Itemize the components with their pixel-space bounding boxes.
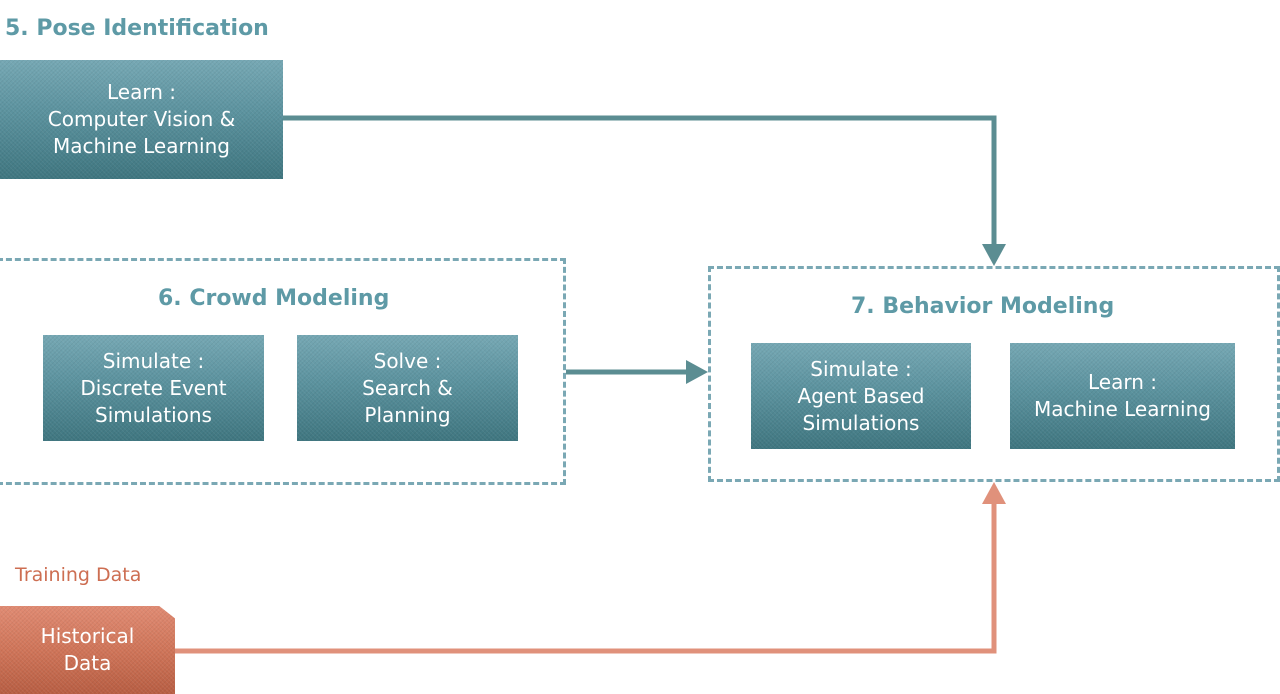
box-line: Learn : [107, 80, 176, 104]
box-line: Planning [364, 402, 451, 427]
training-data-label: Training Data [15, 564, 142, 586]
simulate-discrete-event-box: Simulate : Discrete Event Simulations [43, 335, 264, 441]
pose-identification-title: 5. Pose Identification [5, 16, 269, 41]
crowd-modeling-title: 6. Crowd Modeling [158, 286, 390, 311]
box-line: Solve : [373, 348, 442, 373]
historical-data-box: Historical Data [0, 606, 175, 694]
box-line: Computer Vision & [47, 107, 236, 131]
box-line: Historical [40, 624, 135, 648]
box-line: Data [63, 651, 112, 675]
box-line: Simulate : [102, 348, 205, 373]
box-line: Agent Based [797, 383, 925, 408]
box-line: Simulate : [810, 356, 912, 381]
learn-machine-learning-box: Learn : Machine Learning [1010, 343, 1235, 449]
crowd-modeling-group [0, 258, 566, 485]
solve-search-planning-box: Solve : Search & Planning [297, 335, 518, 441]
simulate-agent-based-box: Simulate : Agent Based Simulations [751, 343, 971, 449]
learn-computer-vision-box: Learn : Computer Vision & Machine Learni… [0, 60, 283, 179]
box-line: Simulations [95, 402, 212, 427]
box-line: Learn : [1088, 370, 1157, 394]
box-line: Machine Learning [1034, 397, 1211, 421]
training-to-behavior-connector [175, 500, 997, 654]
box-line: Simulations [802, 410, 920, 435]
behavior-modeling-title: 7. Behavior Modeling [851, 294, 1115, 319]
box-line: Machine Learning [53, 134, 230, 158]
crowd-to-behavior-arrowhead [686, 360, 708, 384]
box-line: Search & [362, 375, 453, 400]
box-line: Discrete Event [80, 375, 227, 400]
pose-to-behavior-arrowhead [982, 244, 1006, 266]
behavior-modeling-group [708, 266, 1280, 482]
pose-to-behavior-connector [283, 115, 997, 252]
training-to-behavior-arrowhead [982, 482, 1006, 504]
